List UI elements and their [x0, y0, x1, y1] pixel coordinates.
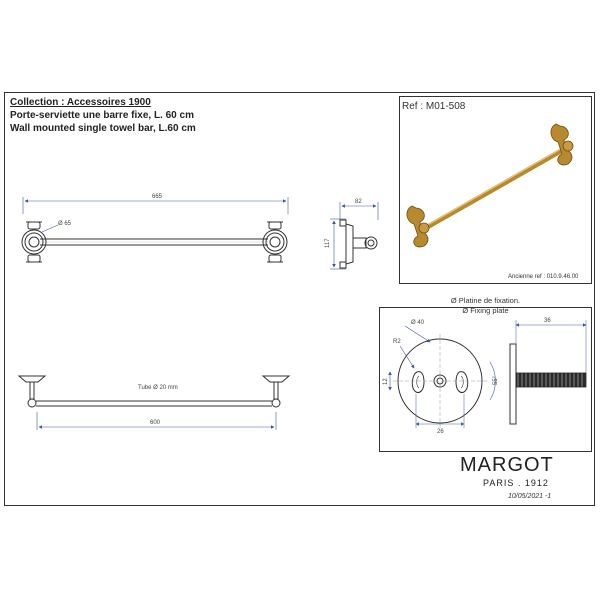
dim-angle: 55° — [493, 375, 499, 385]
collection-title: Collection : Accessoires 1900 — [10, 97, 151, 108]
dim-height: 117 — [325, 238, 331, 248]
dim-tube: Tube Ø 20 mm — [138, 385, 178, 391]
dim-overall-length: 665 — [152, 194, 163, 200]
old-reference-label: Ancienne ref : 010.9.46.00 — [508, 274, 579, 280]
product-illustration — [406, 123, 574, 248]
fixing-plate-box — [379, 307, 592, 452]
fixing-plate-title-fr: Ø Platine de fixation. — [450, 296, 521, 305]
fixing-plate-title-en: Ø Fixing plate — [462, 306, 509, 315]
drawing-date: 10/05/2021 -1 — [508, 493, 552, 500]
front-view — [21, 197, 289, 263]
brand-logo-text: MARGOT — [460, 454, 554, 476]
fixing-plate-detail — [388, 320, 587, 428]
dim-slot-width: 12 — [383, 378, 389, 385]
dim-hole-spacing: 26 — [437, 429, 444, 435]
reference-label: Ref : M01-508 — [402, 101, 466, 112]
dim-depth: 82 — [355, 199, 362, 205]
reference-box — [399, 96, 592, 284]
product-title-en: Wall mounted single towel bar, L.60 cm — [10, 123, 196, 134]
dim-bar-length: 600 — [150, 420, 161, 426]
dim-rosette-diameter: Ø 65 — [58, 221, 72, 227]
drawing-sheet-frame — [4, 92, 595, 506]
dim-radius: R2 — [393, 339, 401, 345]
dim-screw-length: 36 — [544, 318, 551, 324]
top-view — [17, 375, 291, 430]
dim-plate-diameter: Ø 40 — [411, 320, 425, 326]
brand-city: PARIS . 1912 — [483, 478, 549, 488]
side-view — [330, 202, 379, 270]
product-title-fr: Porte-serviette une barre fixe, L. 60 cm — [10, 110, 194, 121]
